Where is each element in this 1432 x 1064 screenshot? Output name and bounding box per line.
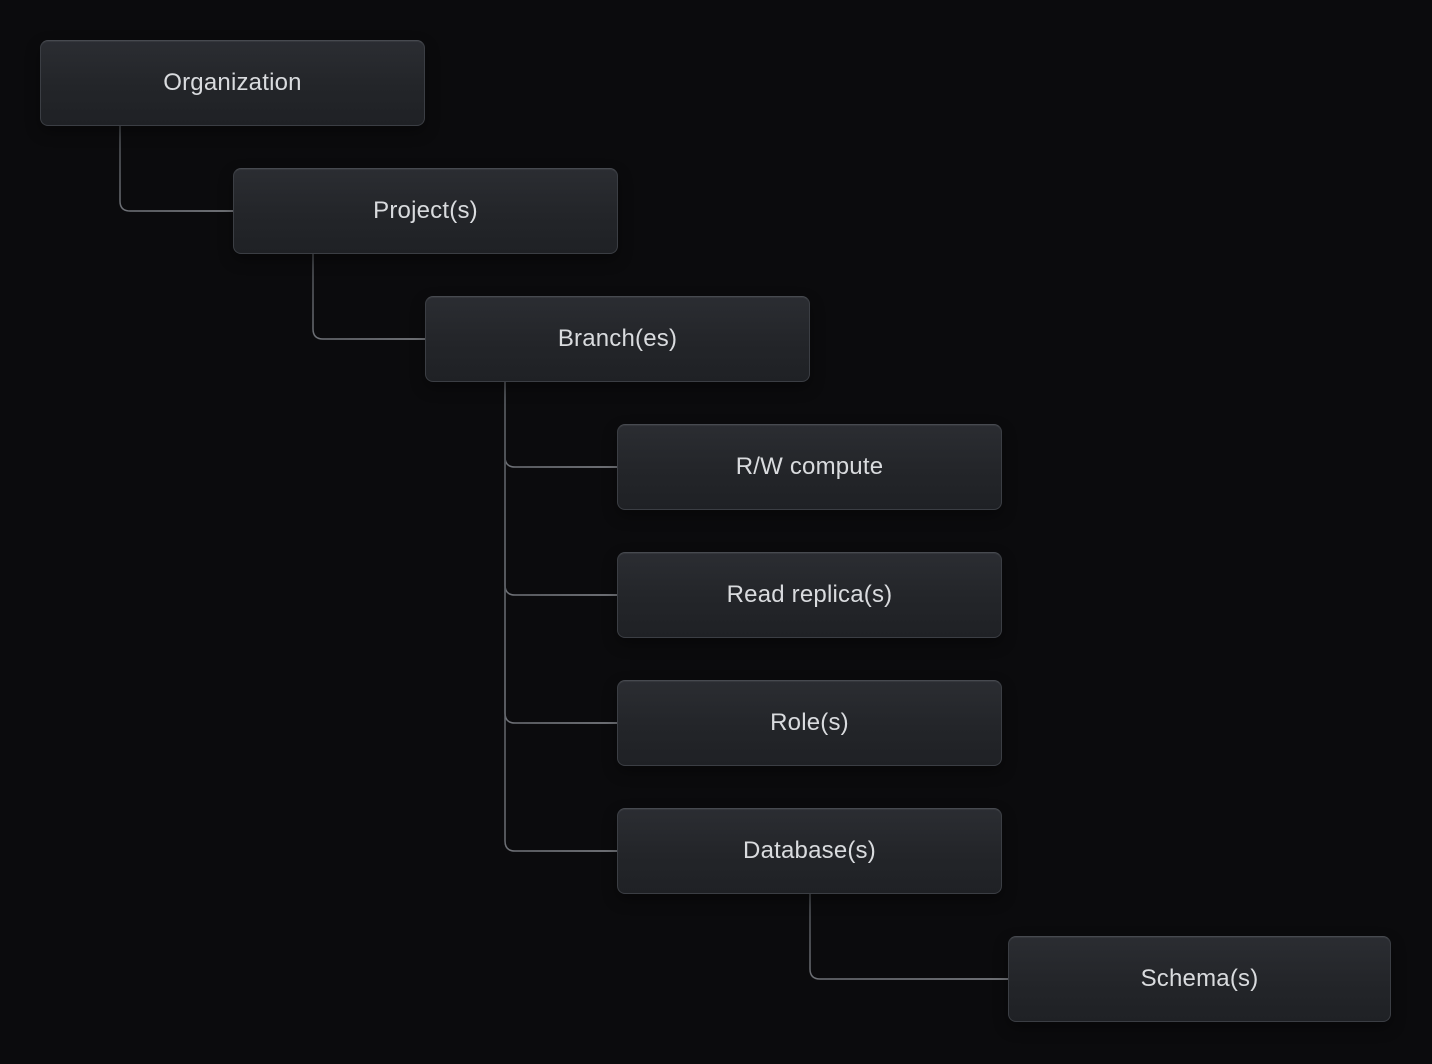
node-branches: Branch(es) <box>425 296 810 382</box>
node-rw-compute: R/W compute <box>617 424 1002 510</box>
node-organization: Organization <box>40 40 425 126</box>
node-label-schemas: Schema(s) <box>1140 965 1259 992</box>
node-label-read-replicas: Read replica(s) <box>726 581 893 608</box>
edge-databases-to-schemas <box>809 894 1008 980</box>
node-roles: Role(s) <box>617 680 1002 766</box>
edges-layer <box>119 126 1008 980</box>
node-label-organization: Organization <box>163 69 302 96</box>
edge-branches-to-databases <box>504 382 617 852</box>
edge-branches-to-rw-compute <box>504 382 617 468</box>
node-label-branches: Branch(es) <box>557 325 678 352</box>
node-label-databases: Database(s) <box>743 837 876 864</box>
node-projects: Project(s) <box>233 168 618 254</box>
node-label-roles: Role(s) <box>770 709 849 736</box>
node-schemas: Schema(s) <box>1008 936 1391 1022</box>
node-label-projects: Project(s) <box>373 197 478 224</box>
edge-branches-to-roles <box>504 382 617 724</box>
edge-organization-to-projects <box>119 126 233 212</box>
node-label-rw-compute: R/W compute <box>735 453 884 480</box>
edge-branches-to-read-replicas <box>504 382 617 596</box>
node-read-replicas: Read replica(s) <box>617 552 1002 638</box>
node-databases: Database(s) <box>617 808 1002 894</box>
edge-projects-to-branches <box>312 254 425 340</box>
